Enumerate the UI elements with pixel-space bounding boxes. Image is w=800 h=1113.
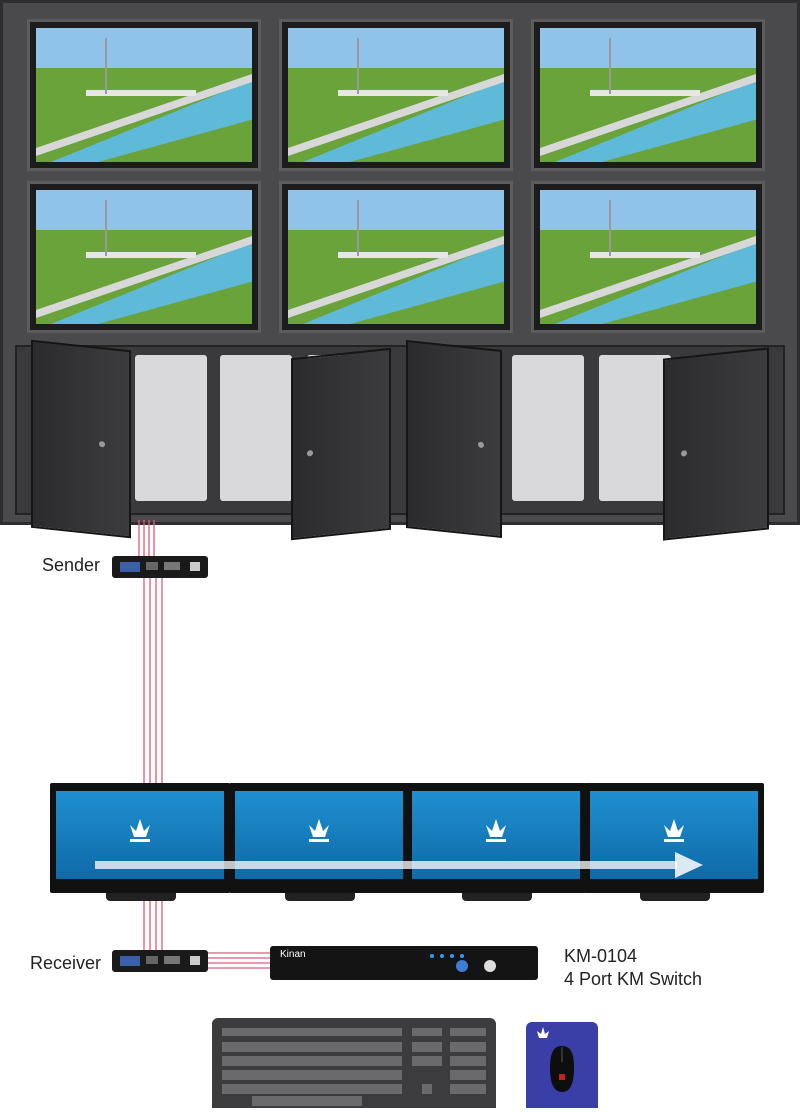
video-wall-cabinet <box>0 0 800 541</box>
kinan-logo-icon <box>486 819 506 842</box>
sender-device <box>112 556 208 578</box>
receiver-label: Receiver <box>30 953 102 973</box>
wall-screen <box>531 19 765 171</box>
port-icon <box>164 956 180 964</box>
mouse-icon[interactable] <box>548 1044 576 1094</box>
wall-screen <box>27 19 261 171</box>
km-switch: Kinan <box>270 946 538 980</box>
port-icon <box>190 956 200 965</box>
model-description: 4 Port KM Switch <box>564 969 703 989</box>
wall-screen <box>279 181 513 333</box>
kinan-logo-icon <box>537 1027 549 1038</box>
pc-tower <box>135 355 207 501</box>
switch-brand: Kinan <box>280 949 306 960</box>
pc-tower <box>220 355 292 501</box>
select-button[interactable] <box>456 960 468 972</box>
wall-screen <box>531 181 765 333</box>
pc-tower <box>599 355 671 501</box>
port-icon <box>120 956 140 966</box>
wall-screen <box>279 19 513 171</box>
pc-compartment <box>15 345 785 515</box>
model-name: KM-0104 <box>564 946 638 966</box>
kinan-logo-icon <box>309 819 329 842</box>
port-icon <box>164 562 180 570</box>
wall-screen <box>27 181 261 333</box>
mouse-pad <box>526 1022 598 1108</box>
port-icon <box>120 562 140 572</box>
keyboard-icon <box>212 1018 496 1108</box>
monitor <box>229 783 409 901</box>
port-icon <box>146 562 158 570</box>
receiver-device <box>112 950 208 972</box>
port-icon <box>146 956 158 964</box>
sender-label: Sender <box>42 555 101 575</box>
kinan-logo-icon <box>664 819 684 842</box>
arrow-right-icon <box>95 852 703 878</box>
select-button[interactable] <box>484 960 496 972</box>
kinan-logo-icon <box>130 819 150 842</box>
pc-tower <box>512 355 584 501</box>
port-icon <box>190 562 200 571</box>
